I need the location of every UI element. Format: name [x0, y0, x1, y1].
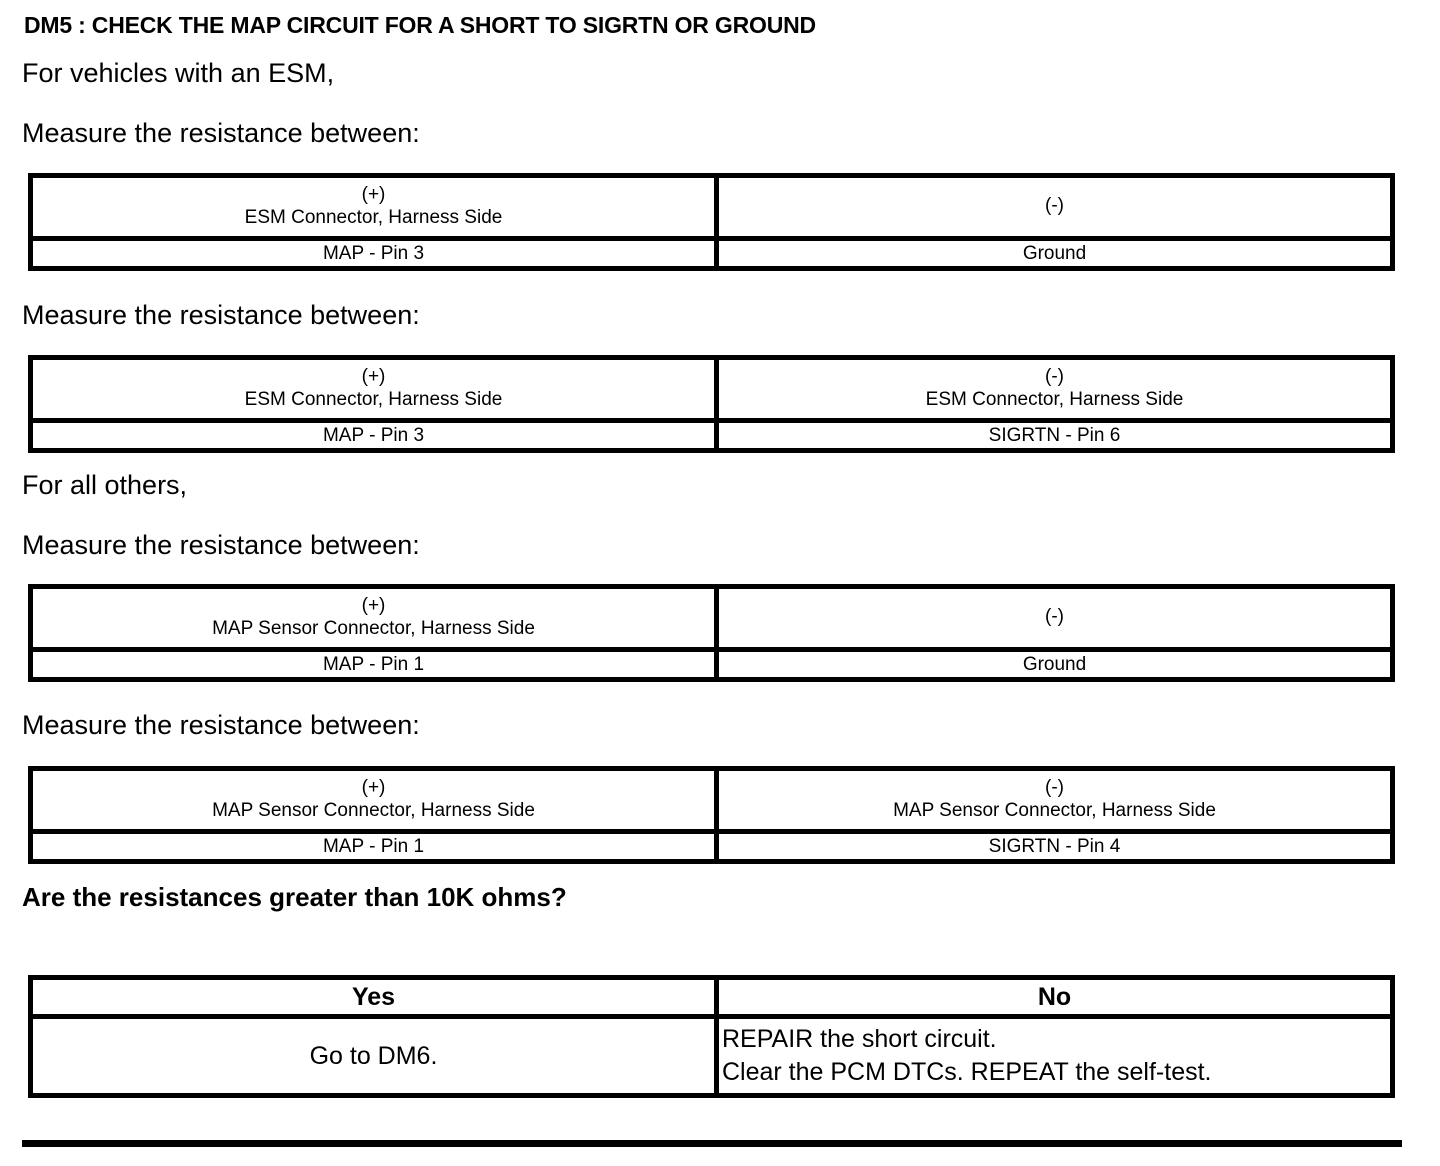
table-row: MAP - Pin 3 SIGRTN - Pin 6: [30, 420, 1393, 451]
pin-cell-negative: Ground: [1022, 242, 1087, 264]
connector-name-positive: ESM Connector, Harness Side: [244, 389, 503, 410]
measure-label-2: Measure the resistance between:: [22, 300, 420, 330]
header-cell-negative: (-) ESM Connector, Harness Side: [716, 357, 1393, 423]
measure-label-3: Measure the resistance between:: [22, 530, 420, 560]
decision-action-yes: Go to DM6.: [30, 1016, 719, 1096]
no-action-line-2: Clear the PCM DTCs. REPEAT the self-test…: [722, 1058, 1212, 1086]
table-header-row: (+) ESM Connector, Harness Side (-) ESM …: [30, 357, 1393, 423]
intro-esm-text: For vehicles with an ESM,: [22, 58, 335, 88]
measurement-table-4: (+) MAP Sensor Connector, Harness Side (…: [28, 766, 1395, 864]
polarity-positive: (+): [361, 776, 386, 798]
footer-divider: [22, 1140, 1402, 1147]
header-cell-negative: (-) MAP Sensor Connector, Harness Side: [716, 768, 1393, 834]
intro-others-text: For all others,: [22, 470, 188, 500]
polarity-negative: (-): [1045, 776, 1064, 798]
table-header-row: (+) ESM Connector, Harness Side (-): [30, 175, 1393, 241]
pin-cell-negative: SIGRTN - Pin 6: [988, 424, 1121, 446]
header-cell-negative: (-): [716, 586, 1393, 652]
header-cell-positive: (+) MAP Sensor Connector, Harness Side: [30, 586, 719, 652]
pin-cell-positive: MAP - Pin 3: [30, 238, 719, 269]
measurement-table-2: (+) ESM Connector, Harness Side (-) ESM …: [28, 355, 1395, 453]
connector-name-positive: ESM Connector, Harness Side: [244, 207, 503, 228]
connector-name-negative: ESM Connector, Harness Side: [925, 389, 1184, 410]
header-cell-positive: (+) ESM Connector, Harness Side: [30, 357, 719, 423]
no-action-line-1: REPAIR the short circuit.: [722, 1025, 997, 1053]
table-header-row: (+) MAP Sensor Connector, Harness Side (…: [30, 586, 1393, 652]
connector-name-positive: MAP Sensor Connector, Harness Side: [212, 618, 535, 639]
header-cell-positive: (+) MAP Sensor Connector, Harness Side: [30, 768, 719, 834]
table-row: MAP - Pin 1 SIGRTN - Pin 4: [30, 831, 1393, 862]
measure-label-1: Measure the resistance between:: [22, 118, 420, 148]
measurement-table-1: (+) ESM Connector, Harness Side (-) MAP …: [28, 173, 1395, 271]
connector-name-positive: MAP Sensor Connector, Harness Side: [212, 800, 535, 821]
polarity-positive: (+): [361, 594, 386, 616]
polarity-negative: (-): [1045, 606, 1064, 628]
measurement-table-3: (+) MAP Sensor Connector, Harness Side (…: [28, 584, 1395, 682]
decision-question: Are the resistances greater than 10K ohm…: [22, 882, 567, 912]
header-cell-negative: (-): [716, 175, 1393, 241]
decision-header-no: No: [716, 977, 1393, 1019]
pin-cell-positive: MAP - Pin 1: [30, 831, 719, 862]
header-cell-positive: (+) ESM Connector, Harness Side: [30, 175, 719, 241]
table-header-row: (+) MAP Sensor Connector, Harness Side (…: [30, 768, 1393, 834]
decision-body-row: Go to DM6. REPAIR the short circuit. Cle…: [30, 1016, 1393, 1096]
pin-cell-negative: Ground: [1022, 653, 1087, 675]
pin-cell-positive: MAP - Pin 3: [30, 420, 719, 451]
polarity-negative: (-): [1045, 195, 1064, 217]
decision-table: Yes No Go to DM6. REPAIR the short circu…: [28, 975, 1395, 1098]
decision-header-yes: Yes: [30, 977, 719, 1019]
polarity-positive: (+): [361, 183, 386, 205]
decision-action-no: REPAIR the short circuit. Clear the PCM …: [717, 1017, 1393, 1096]
polarity-positive: (+): [361, 365, 386, 387]
measure-label-4: Measure the resistance between:: [22, 710, 420, 740]
pin-cell-positive: MAP - Pin 1: [30, 649, 719, 680]
polarity-negative: (-): [1045, 365, 1064, 387]
yes-action-text: Go to DM6.: [309, 1041, 438, 1070]
connector-name-negative: MAP Sensor Connector, Harness Side: [893, 800, 1216, 821]
decision-header-row: Yes No: [30, 977, 1393, 1019]
table-row: MAP - Pin 1 Ground: [30, 649, 1393, 680]
pin-cell-negative: SIGRTN - Pin 4: [988, 835, 1121, 857]
table-row: MAP - Pin 3 Ground: [30, 238, 1393, 269]
page-title: DM5 : CHECK THE MAP CIRCUIT FOR A SHORT …: [24, 12, 816, 38]
